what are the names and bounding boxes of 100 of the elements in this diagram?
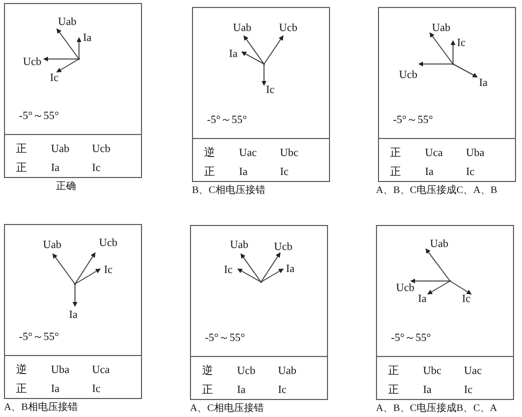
phasor-label: Ic — [104, 264, 113, 276]
angle-range-text: -5°～55° — [393, 114, 433, 126]
phasor-arrow — [74, 268, 101, 284]
phasor-label: Ia — [479, 77, 488, 89]
phasor-label: Ic — [462, 293, 471, 305]
panel-frame — [4, 3, 142, 178]
table-cell: Ucb — [92, 143, 110, 155]
phasor-arrow — [410, 278, 450, 284]
table-cell: Ubc — [423, 365, 442, 377]
phasor-label: Ucb — [396, 282, 414, 294]
phasor-arrow — [244, 35, 264, 64]
node-label: A、B相电压接错 — [4, 402, 78, 414]
table-cell: Uab — [51, 143, 70, 155]
table-cell: Ia — [51, 162, 60, 174]
table-cell: 正 — [390, 147, 401, 159]
table-cell: Ia — [239, 166, 248, 178]
angle-range-text: -5°～55° — [205, 332, 245, 344]
phasor-label: Uab — [58, 16, 76, 28]
phasor-label: Ia — [83, 32, 92, 44]
phasor-label: Ic — [224, 264, 233, 276]
phasor-label: Uab — [233, 22, 252, 34]
table-cell: Ic — [92, 162, 101, 174]
table-cell: 正 — [388, 384, 399, 396]
phasor-arrow — [56, 28, 80, 60]
panel-frame — [192, 7, 330, 182]
table-cell: 正 — [388, 365, 399, 377]
table-cell: Uba — [51, 364, 70, 376]
table-cell: Ic — [464, 384, 473, 396]
phasor-label: Ia — [286, 263, 295, 275]
table-cell: Ia — [237, 384, 246, 396]
phasor-arrow — [240, 253, 262, 282]
angle-range-text: -5°～55° — [19, 331, 59, 343]
phasor-arrow — [418, 62, 454, 66]
table-cell: 逆 — [204, 147, 215, 159]
node-label: A、B、C电压接成B、C、A — [376, 403, 498, 415]
phasor-label: Uab — [43, 239, 62, 251]
table-cell: Uac — [464, 365, 482, 377]
phasor-label: Ic — [457, 37, 466, 49]
phasor-arrow — [56, 58, 80, 72]
panel-frame — [190, 225, 328, 400]
phasor-arrow — [72, 284, 78, 307]
phasor-label: Ic — [50, 72, 59, 84]
table-cell: Uca — [425, 147, 443, 159]
table-cell: Uab — [278, 365, 296, 377]
phasor-label: Uab — [432, 22, 450, 34]
phasor-arrow — [241, 52, 264, 64]
table-cell: 正 — [202, 384, 213, 396]
phasor-arrow — [450, 40, 456, 64]
phasor-arrow — [452, 64, 478, 78]
phasor-arrow — [52, 253, 76, 284]
angle-range-text: -5°～55° — [19, 110, 59, 122]
table-cell: 正 — [390, 166, 401, 178]
table-cell: Uac — [239, 147, 257, 159]
table-cell: Uca — [92, 364, 110, 376]
angle-range-text: -5°～55° — [391, 332, 431, 344]
phasor-label: Ucb — [23, 56, 42, 68]
angle-range-text: -5°～55° — [207, 114, 247, 126]
phasor-label: Ucb — [279, 22, 298, 34]
phasor-arrow — [43, 56, 80, 62]
phasor-arrow — [237, 268, 262, 282]
table-cell: 正 — [204, 166, 215, 178]
phasor-label: Ia — [418, 293, 427, 305]
table-cell: Ic — [466, 166, 475, 178]
node-label: A、B、C电压接成C、A、B — [376, 185, 498, 197]
table-cell: Ubc — [280, 147, 298, 159]
node-label: A、C相电压接错 — [190, 403, 264, 415]
phasor-label: Ucb — [399, 69, 418, 81]
phasor-arrow — [264, 35, 284, 64]
table-cell: 正 — [16, 383, 27, 395]
panel-frame — [378, 7, 516, 182]
phasor-label: Ucb — [99, 237, 118, 249]
table-cell: Ucb — [237, 365, 256, 377]
phasor-arrow — [427, 280, 450, 294]
table-cell: Ic — [92, 383, 101, 395]
phasor-arrow — [430, 32, 454, 64]
node-label: B、C相电压接错 — [192, 185, 266, 197]
phasor-label: Ia — [69, 309, 78, 321]
phasor-label: Ia — [229, 48, 238, 60]
phasor-arrow — [260, 268, 284, 282]
phasor-arrow — [426, 248, 450, 282]
phasor-arrow — [260, 252, 280, 282]
phasor-arrow — [450, 280, 472, 294]
panel-frame — [4, 224, 142, 399]
phasor-arrow — [76, 37, 82, 60]
table-cell: 逆 — [202, 365, 213, 377]
table-cell: 正 — [16, 162, 27, 174]
phasor-label: Uab — [430, 238, 448, 250]
phasor-label: Uab — [230, 239, 248, 251]
table-cell: Ic — [278, 384, 287, 396]
table-cell: Ia — [423, 384, 432, 396]
phasor-label: Ic — [266, 84, 275, 96]
table-cell: Ia — [425, 166, 434, 178]
node-label: 正确 — [56, 181, 76, 193]
phasor-arrow — [262, 64, 266, 86]
table-cell: 逆 — [16, 364, 27, 376]
panel-frame — [376, 225, 514, 400]
phasor-arrow — [74, 252, 96, 284]
table-cell: Ia — [51, 383, 60, 395]
table-cell: 正 — [16, 143, 27, 155]
table-cell: Uba — [466, 147, 484, 159]
